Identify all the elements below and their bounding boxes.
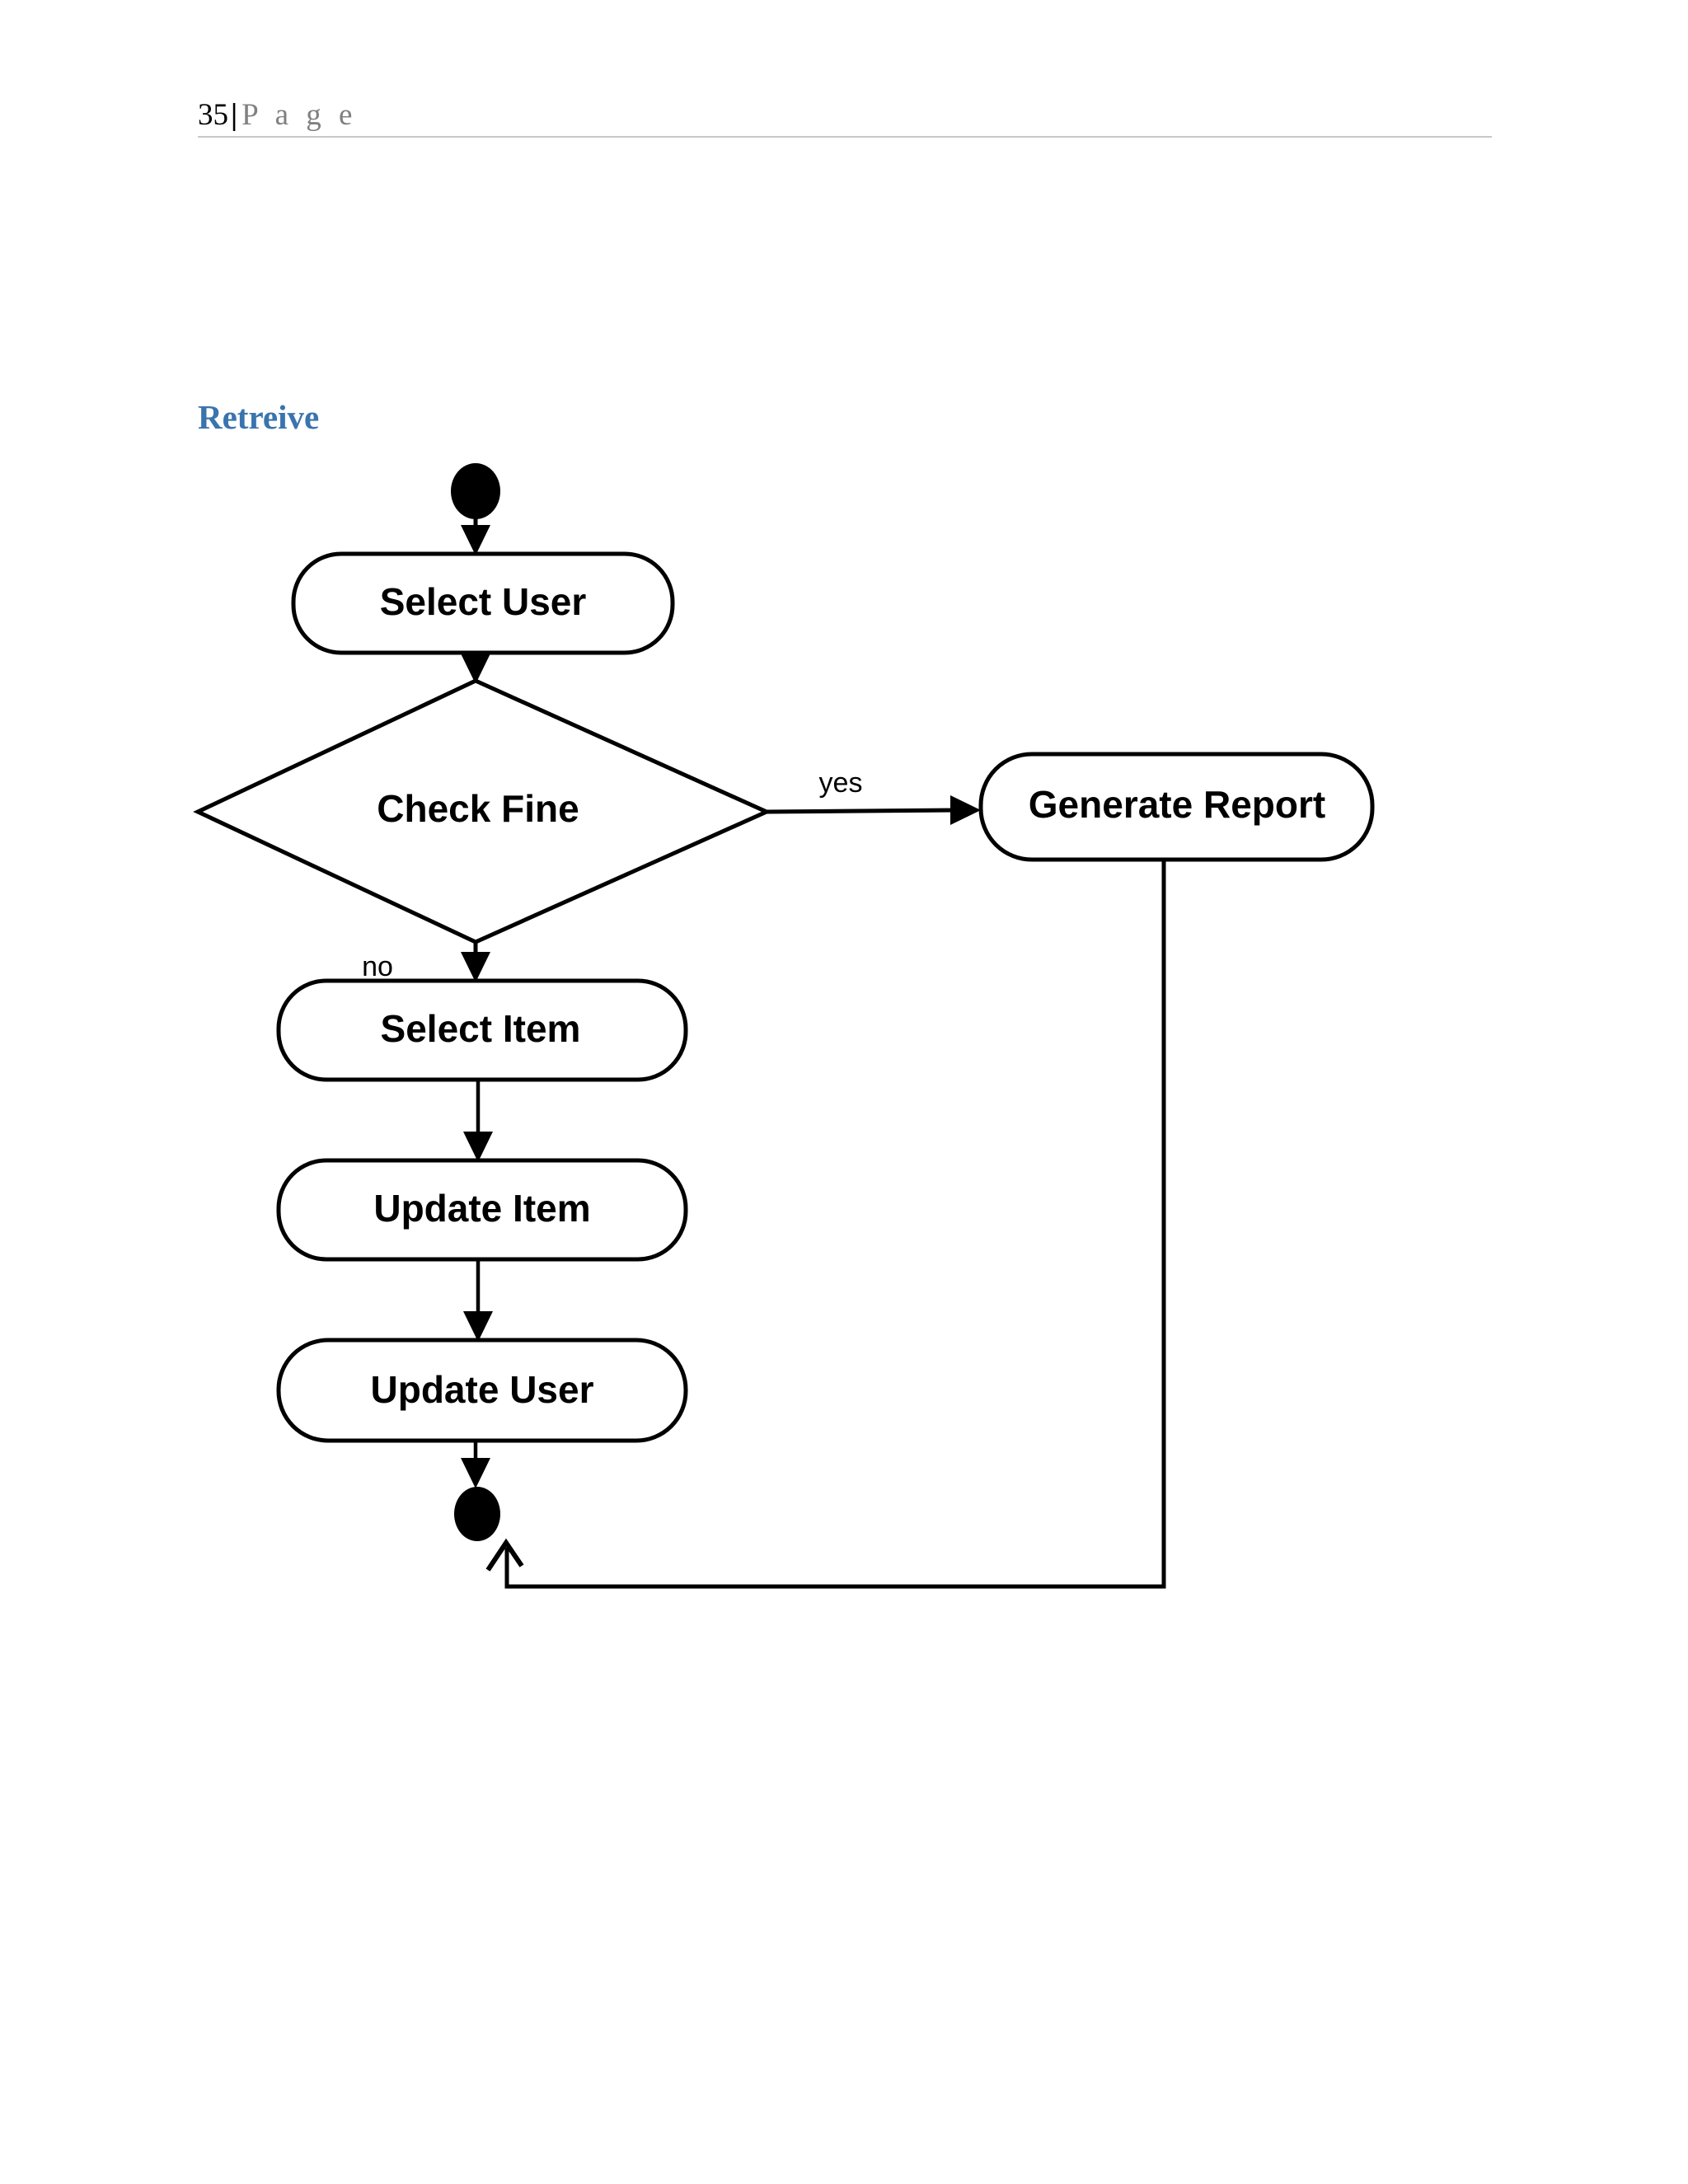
final-node [454,1487,500,1541]
arrowhead-check-fine-no [461,952,490,982]
action-update-item[interactable] [276,1158,688,1262]
edge-label-yes: yes [819,767,863,799]
initial-node [451,463,500,519]
action-select-item-label: Select Item [381,1007,581,1050]
action-select-user-label: Select User [380,580,587,623]
action-generate-report-label: Generate Report [1029,783,1325,826]
section-heading: Retreive [198,398,320,436]
flow-check-fine-yes [766,808,957,814]
arrowhead-update-user-to-final [461,1458,490,1488]
flow-generate-report-to-final [504,860,1166,1589]
decision-check-fine-label: Check Fine [377,787,579,830]
page-header: 35|P a g e [198,97,1492,147]
header-divider [198,136,1492,138]
page-separator: | [231,98,238,132]
arrowhead-update-item-to-update-user [463,1311,493,1342]
page-word-label: P a g e [241,98,358,132]
arrowhead-generate-report-to-final [485,1538,524,1572]
action-update-item-label: Update Item [373,1187,590,1230]
action-select-user[interactable] [291,551,675,655]
action-select-item[interactable] [276,978,688,1082]
arrowhead-select-item-to-update-item [463,1132,493,1162]
action-generate-report[interactable] [978,752,1375,862]
arrowhead-check-fine-yes [950,795,981,825]
action-update-user[interactable] [276,1338,688,1443]
arrowhead-select-user-to-check-fine [461,654,490,684]
edge-label-no: no [362,951,393,982]
page-header-text: 35|P a g e [198,97,357,134]
arrowhead-start-to-select-user [461,525,490,555]
action-update-user-label: Update User [371,1368,594,1411]
page-number: 35 [198,98,228,132]
